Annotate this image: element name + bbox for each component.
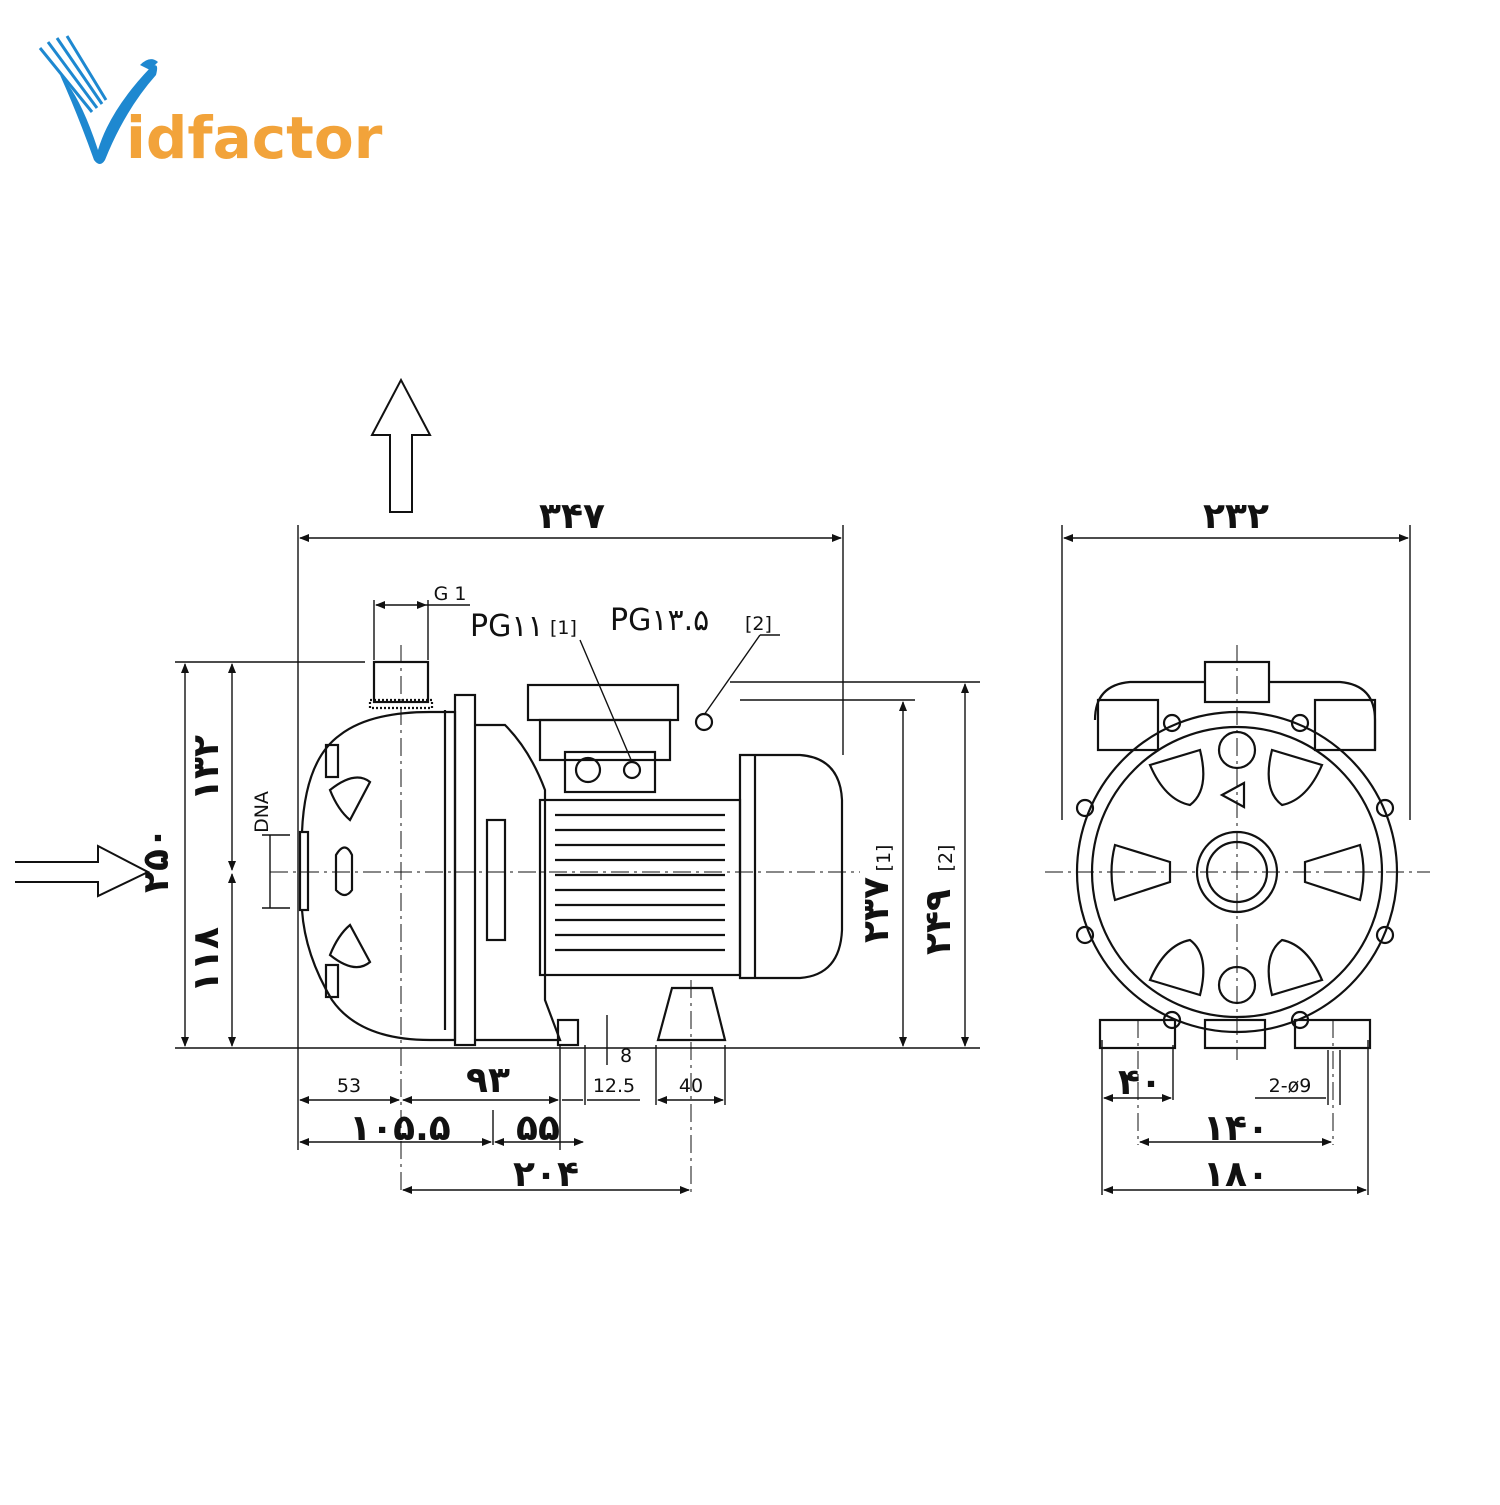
dim-height-lower: ۱۱۸ bbox=[186, 927, 227, 993]
label-pg135-ref: [2] bbox=[745, 613, 772, 635]
label-holes: 2-ø9 bbox=[1269, 1075, 1312, 1097]
dim-180: ۱۸۰ bbox=[1203, 1154, 1269, 1195]
dim-55: ۵۵ bbox=[516, 1108, 560, 1149]
dim-height-237: ۲۳۷ bbox=[856, 877, 897, 943]
label-pg135: PG۱۳.۵ bbox=[610, 603, 709, 638]
dim-height-upper: ۱۳۲ bbox=[186, 735, 227, 801]
logo-wordmark: idfactor bbox=[126, 104, 383, 172]
dim-140: ۱۴۰ bbox=[1203, 1108, 1269, 1149]
dim-93: ۹۳ bbox=[466, 1060, 510, 1101]
label-pg11: PG۱۱ bbox=[470, 609, 544, 644]
dim-height-249-ref: [2] bbox=[935, 845, 957, 872]
label-dna: DNA bbox=[251, 791, 273, 833]
dim-overall-width: ۲۳۲ bbox=[1203, 496, 1269, 537]
dim-204: ۲۰۴ bbox=[513, 1154, 579, 1195]
label-g1: G 1 bbox=[434, 583, 467, 605]
pump-side-view bbox=[298, 660, 844, 1047]
dim-12-5: 12.5 bbox=[593, 1075, 635, 1097]
brand-logo: idfactor bbox=[38, 35, 383, 172]
dimension-lines bbox=[175, 525, 1411, 1195]
label-pg11-ref: [1] bbox=[550, 617, 577, 639]
side-centerlines bbox=[270, 645, 860, 1195]
dim-overall-length: ۳۴۷ bbox=[539, 496, 605, 537]
dim-height-total: ۲۵۰ bbox=[136, 827, 177, 893]
inlet-flow-arrow-icon bbox=[15, 844, 151, 898]
dim-40b: ۴۰ bbox=[1118, 1062, 1162, 1103]
front-centerlines bbox=[1045, 645, 1430, 1145]
dim-height-249: ۲۴۹ bbox=[918, 889, 959, 955]
dim-8: 8 bbox=[620, 1045, 632, 1067]
dim-height-237-ref: [1] bbox=[873, 845, 895, 872]
outlet-flow-arrow-icon bbox=[370, 377, 432, 513]
logo-v-icon bbox=[38, 35, 158, 164]
dim-40a: 40 bbox=[679, 1075, 703, 1097]
dim-105-5: ۱۰۵.۵ bbox=[349, 1108, 451, 1149]
dim-53: 53 bbox=[337, 1075, 361, 1097]
